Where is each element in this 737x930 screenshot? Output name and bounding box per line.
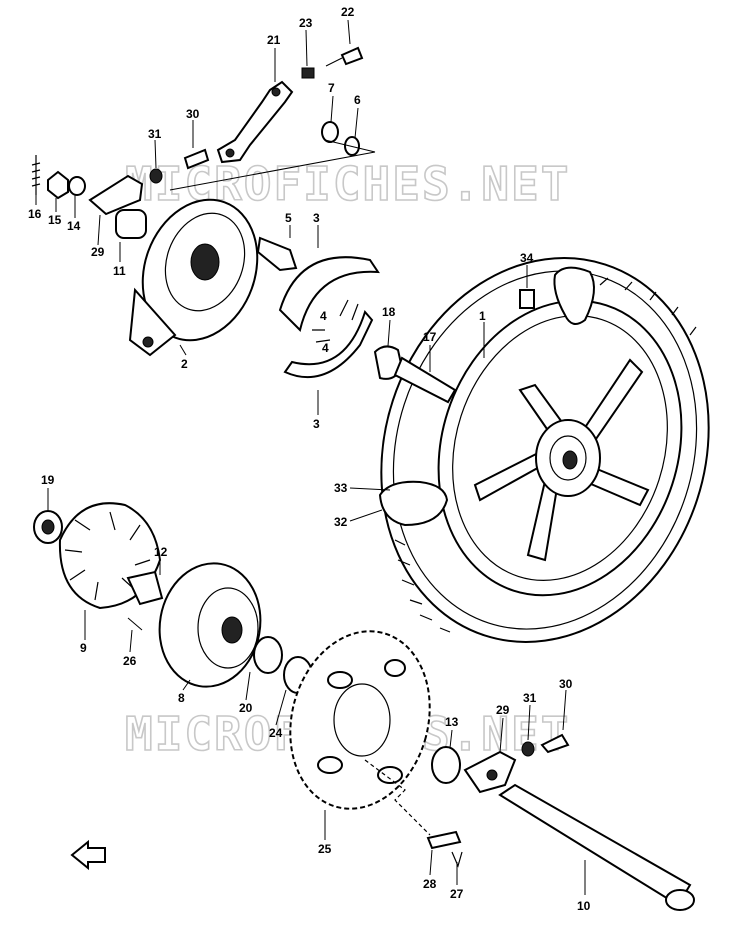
callout-4-top: 4 [320,309,327,323]
callout-8: 8 [178,691,185,705]
callout-12: 12 [154,545,168,559]
callout-13: 13 [445,715,459,729]
callout-14: 14 [67,219,81,233]
callout-22: 22 [341,5,355,19]
sprocket-hub [158,562,313,694]
callout-29-left: 29 [91,245,105,259]
callout-6: 6 [354,93,361,107]
callout-30-top: 30 [186,107,200,121]
callout-27: 27 [450,887,464,901]
axle [498,783,692,907]
callout-30-bottom: 30 [559,677,573,691]
callout-23: 23 [299,16,313,30]
callout-25: 25 [318,842,332,856]
leader-lines [35,19,586,895]
callout-18: 18 [382,305,396,319]
callout-10: 10 [577,899,591,913]
callout-4-bottom: 4 [322,341,329,355]
callout-34: 34 [520,251,534,265]
callout-7: 7 [328,81,335,95]
callout-32: 32 [334,515,348,529]
callout-3-bottom: 3 [313,417,320,431]
callout-3-top: 3 [313,211,320,225]
cush-drive [33,502,164,631]
callout-9: 9 [80,641,87,655]
spacer-tube [393,356,457,404]
callout-28: 28 [423,877,437,891]
callout-31-top: 31 [148,127,162,141]
rear-sprocket [289,630,431,810]
brake-shoes [256,236,457,404]
callout-21: 21 [267,33,281,47]
callout-20: 20 [239,701,253,715]
front-arrow-icon [70,839,106,871]
brake-lever-parts [31,46,376,239]
callout-labels: 1 2 3 3 4 4 5 6 7 8 9 10 11 12 13 14 15 … [28,5,591,913]
callout-15: 15 [48,213,62,227]
axle-assembly [364,733,695,911]
callout-19: 19 [41,473,55,487]
callout-11: 11 [113,264,126,278]
wheel-assembly [378,257,710,643]
callout-16: 16 [28,207,42,221]
callout-26: 26 [123,654,137,668]
tire-cross-section [378,480,449,527]
callout-29-right: 29 [496,703,510,717]
callout-17: 17 [423,330,437,344]
brake-arm [216,80,294,164]
callout-1: 1 [479,309,486,323]
callout-33: 33 [334,481,348,495]
torque-link [88,174,144,216]
callout-31-bottom: 31 [523,691,537,705]
callout-24: 24 [269,726,283,740]
callout-5: 5 [285,211,292,225]
valve [519,289,535,309]
callout-2: 2 [181,357,188,371]
brake-panel [128,198,259,357]
